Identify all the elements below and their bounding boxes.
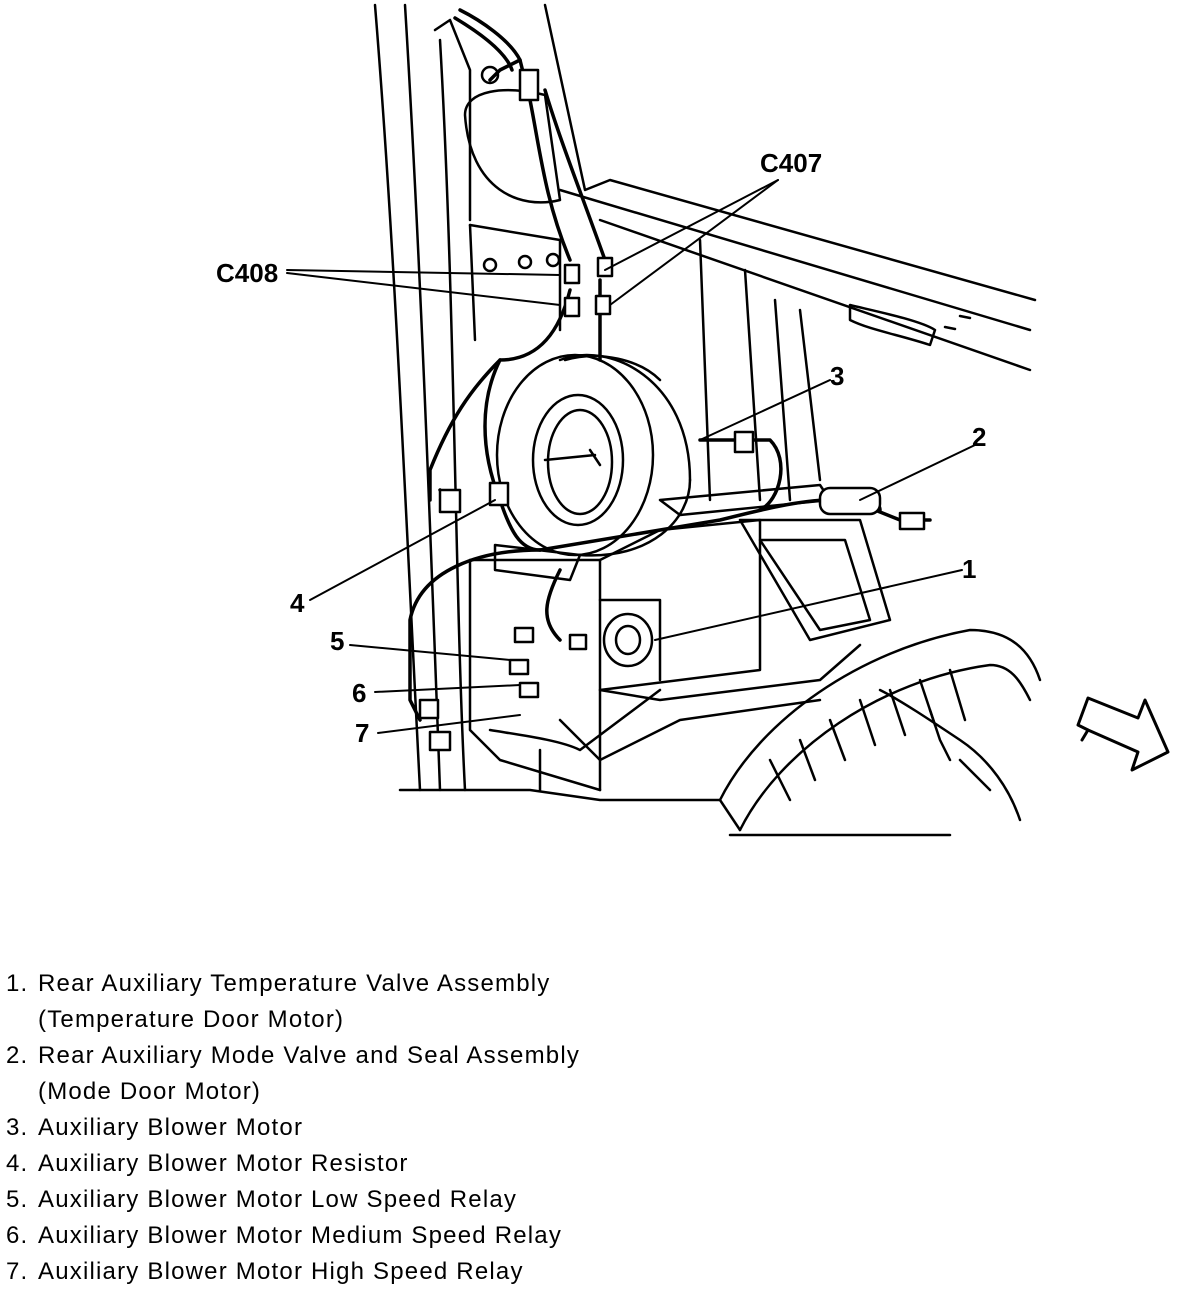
- callout-c408: C408: [216, 258, 278, 288]
- auxiliary-blower-motor-shape: [495, 353, 692, 557]
- legend-item: 4.Auxiliary Blower Motor Resistor: [6, 1150, 409, 1177]
- leader-lines: [286, 179, 976, 734]
- component-location-diagram: C407 C408 1 2 3 4 5 6 7: [216, 3, 1170, 837]
- legend-item: 2.Rear Auxiliary Mode Valve and Seal Ass…: [6, 1042, 581, 1105]
- callout-4: 4: [290, 588, 305, 618]
- callout-6: 6: [352, 678, 366, 708]
- connectors: [418, 68, 926, 752]
- callout-3: 3: [830, 361, 844, 391]
- legend-item: 1.Rear Auxiliary Temperature Valve Assem…: [6, 970, 551, 1033]
- body-pillar-panel: [373, 3, 1037, 802]
- hvac-module-housing: [468, 483, 892, 792]
- legend-item: 5.Auxiliary Blower Motor Low Speed Relay: [6, 1186, 518, 1213]
- front-direction-arrow-icon: [1076, 696, 1170, 772]
- callout-5: 5: [330, 626, 344, 656]
- wiring-harness: [408, 8, 932, 722]
- callout-1: 1: [962, 554, 976, 584]
- wheel-well: [718, 628, 1042, 837]
- callout-2: 2: [972, 422, 986, 452]
- legend-item: 6.Auxiliary Blower Motor Medium Speed Re…: [6, 1222, 563, 1249]
- component-legend: 1.Rear Auxiliary Temperature Valve Assem…: [6, 966, 706, 1290]
- callout-7: 7: [355, 718, 369, 748]
- legend-item: 7.Auxiliary Blower Motor High Speed Rela…: [6, 1258, 524, 1285]
- callout-c407: C407: [760, 148, 822, 178]
- legend-item: 3.Auxiliary Blower Motor: [6, 1114, 304, 1141]
